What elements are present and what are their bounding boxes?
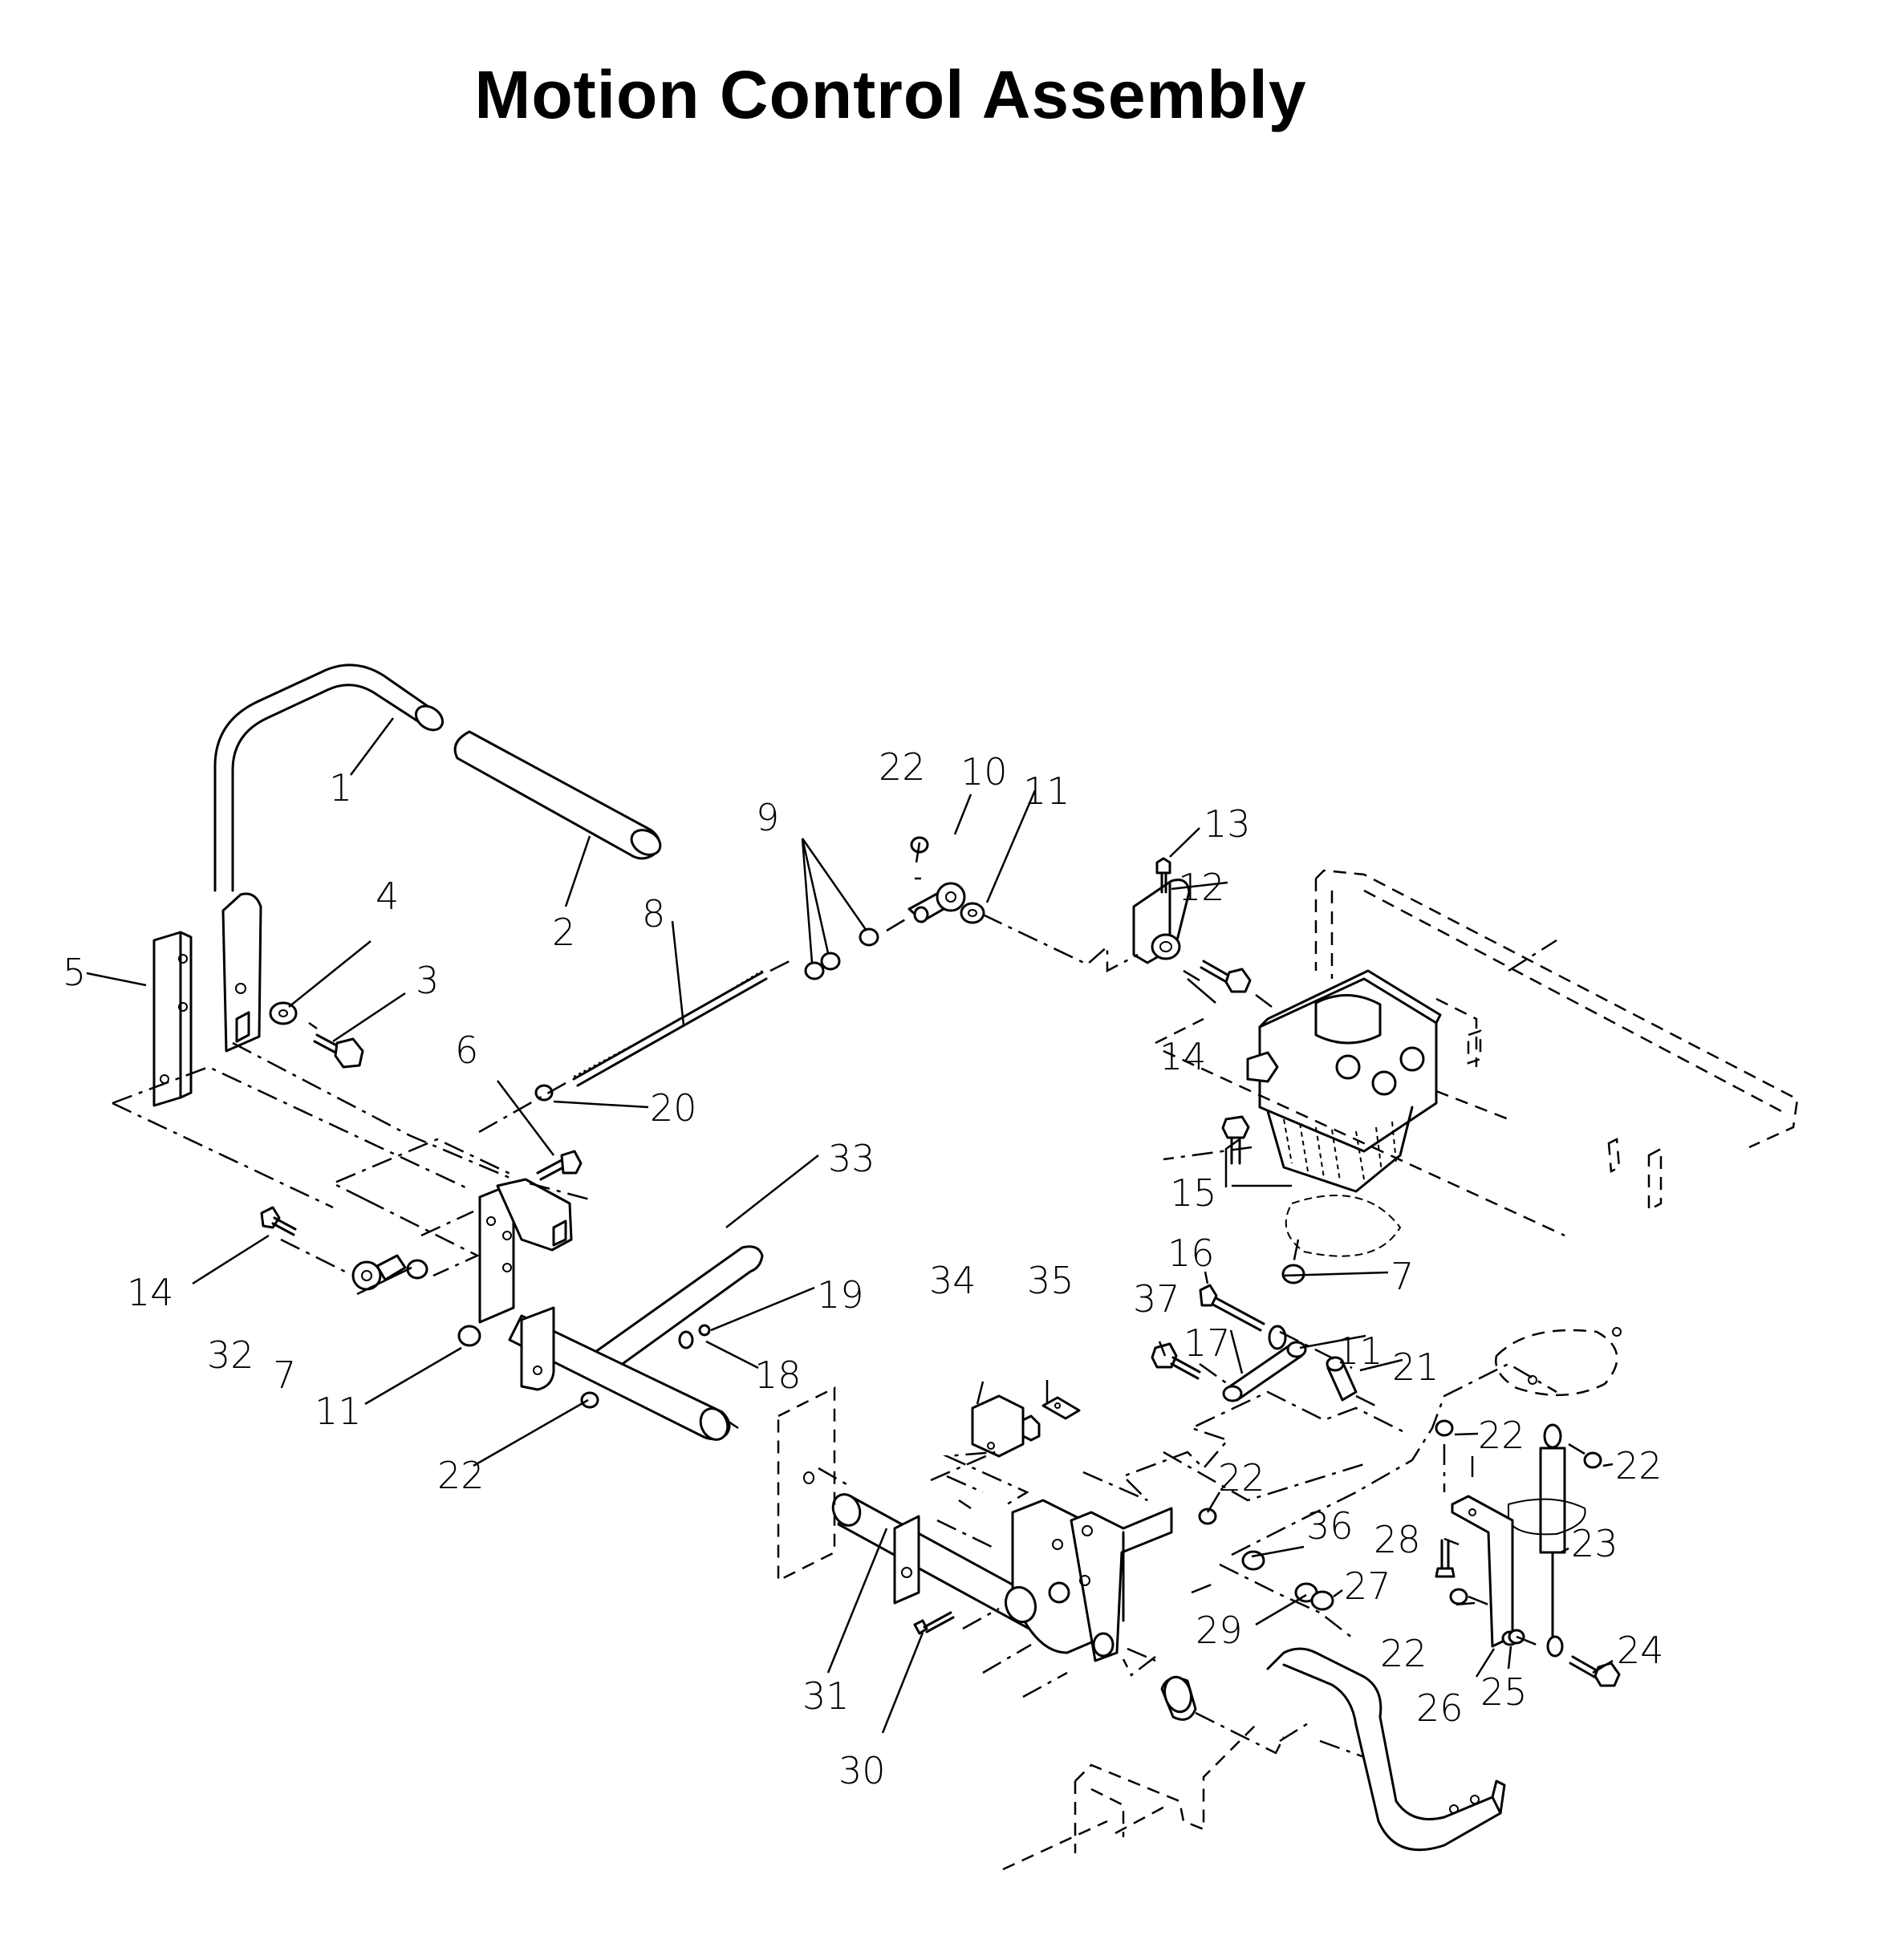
nut-20: [534, 1084, 554, 1102]
washer-top: [960, 902, 985, 924]
safety-switch: [971, 1394, 1041, 1458]
callout-35: 35: [1027, 1259, 1074, 1302]
callout-3: 3: [416, 959, 439, 1002]
rear-spacer: [1160, 1675, 1197, 1721]
foot-rest-frame: [1002, 1327, 1622, 1871]
callout-26: 26: [1416, 1686, 1464, 1730]
callout-6: 6: [455, 1029, 478, 1072]
callout-30: 30: [838, 1749, 886, 1792]
leader-lines: [86, 717, 1614, 1734]
callout-17: 17: [1184, 1321, 1231, 1365]
callout-5: 5: [63, 951, 86, 994]
callout-29: 29: [1196, 1609, 1243, 1652]
callout-14b: 14: [127, 1271, 174, 1314]
handle-plate: [221, 892, 262, 1053]
callout-11b: 11: [1336, 1329, 1383, 1373]
cross-shaft: [508, 1314, 731, 1441]
callout-13: 13: [1204, 802, 1251, 846]
callout-22c: 22: [1218, 1456, 1265, 1499]
callout-32: 32: [207, 1333, 254, 1377]
callout-31: 31: [802, 1674, 850, 1718]
right-pivot-bracket: [1004, 1499, 1173, 1662]
callout-11a: 11: [1023, 769, 1070, 813]
switch-bracket: [1041, 1396, 1081, 1420]
left-bracket: [478, 1178, 573, 1324]
nut-18: [678, 1324, 711, 1349]
damper-link: [1222, 1341, 1307, 1402]
long-bolt: [1199, 1284, 1265, 1332]
mounting-bar: [152, 931, 193, 1107]
washer: [269, 1001, 298, 1025]
set-screw: [1155, 857, 1171, 894]
callout-34: 34: [929, 1259, 976, 1302]
rod-end: [907, 882, 966, 923]
jam-nuts: [804, 927, 879, 980]
callout-1: 1: [329, 766, 352, 810]
callout-7a: 7: [273, 1353, 296, 1397]
callout-23: 23: [1571, 1522, 1618, 1565]
callout-18: 18: [754, 1353, 802, 1397]
spring-bracket: [1451, 1495, 1514, 1648]
callout-22d: 22: [1478, 1414, 1525, 1457]
callout-15: 15: [1170, 1171, 1217, 1215]
callout-10: 10: [960, 750, 1008, 793]
callout-11c: 11: [315, 1390, 362, 1433]
bolt-lower: [260, 1206, 297, 1236]
callout-labels: 1 2 3 4 5 6 7 7 8 9 10 11 11 11 12 13 14…: [63, 745, 1664, 1792]
bolt: [313, 1033, 364, 1069]
gas-spring: [1508, 1423, 1586, 1658]
callout-25: 25: [1480, 1670, 1528, 1714]
callout-19: 19: [817, 1273, 864, 1317]
callout-33: 33: [828, 1137, 875, 1180]
callout-24: 24: [1617, 1629, 1664, 1672]
damper-bolt: [1151, 1342, 1201, 1380]
adjust-nuts: [1241, 1550, 1334, 1611]
small-screw: [913, 1611, 955, 1635]
lower-tab-bracket: [520, 1306, 555, 1391]
callout-22b: 22: [437, 1454, 485, 1497]
callout-9: 9: [756, 796, 779, 839]
bracket-bolt: [1435, 1539, 1456, 1578]
callout-16: 16: [1167, 1232, 1215, 1275]
callout-22f: 22: [1380, 1632, 1427, 1675]
callout-36: 36: [1306, 1504, 1354, 1548]
control-handle: [213, 663, 445, 892]
pump-nut: [1281, 1264, 1305, 1284]
construction-lines: [112, 877, 1585, 1759]
callout-27: 27: [1344, 1564, 1391, 1608]
callout-4: 4: [376, 874, 399, 918]
frame-upper-right: [1155, 869, 1799, 1237]
control-rod: [572, 970, 768, 1087]
callout-7b: 7: [1391, 1255, 1414, 1298]
callout-28: 28: [1374, 1518, 1421, 1561]
callout-37: 37: [1133, 1277, 1180, 1321]
handle-grip: [453, 730, 662, 860]
callout-22e: 22: [1615, 1444, 1663, 1487]
pump-arm-bolt: [1200, 960, 1252, 993]
washer-lower: [457, 1325, 481, 1347]
diagram-title: Motion Control Assembly: [474, 57, 1307, 132]
neutral-plate: [777, 1386, 836, 1583]
callout-2: 2: [552, 911, 575, 954]
pump-arm-bracket: [1132, 879, 1191, 964]
washer-right: [1268, 1325, 1287, 1350]
hydrostatic-pump: [1246, 969, 1442, 1257]
bolt-6: [536, 1150, 583, 1181]
small-nuts: [580, 1391, 1602, 1646]
callout-14a: 14: [1159, 1035, 1207, 1078]
callout-8: 8: [642, 892, 665, 935]
callout-21: 21: [1392, 1345, 1439, 1389]
callout-20: 20: [650, 1086, 697, 1130]
callout-22a: 22: [879, 745, 926, 789]
callout-12: 12: [1178, 866, 1225, 909]
pump-mount-bolt: [1221, 1115, 1250, 1165]
